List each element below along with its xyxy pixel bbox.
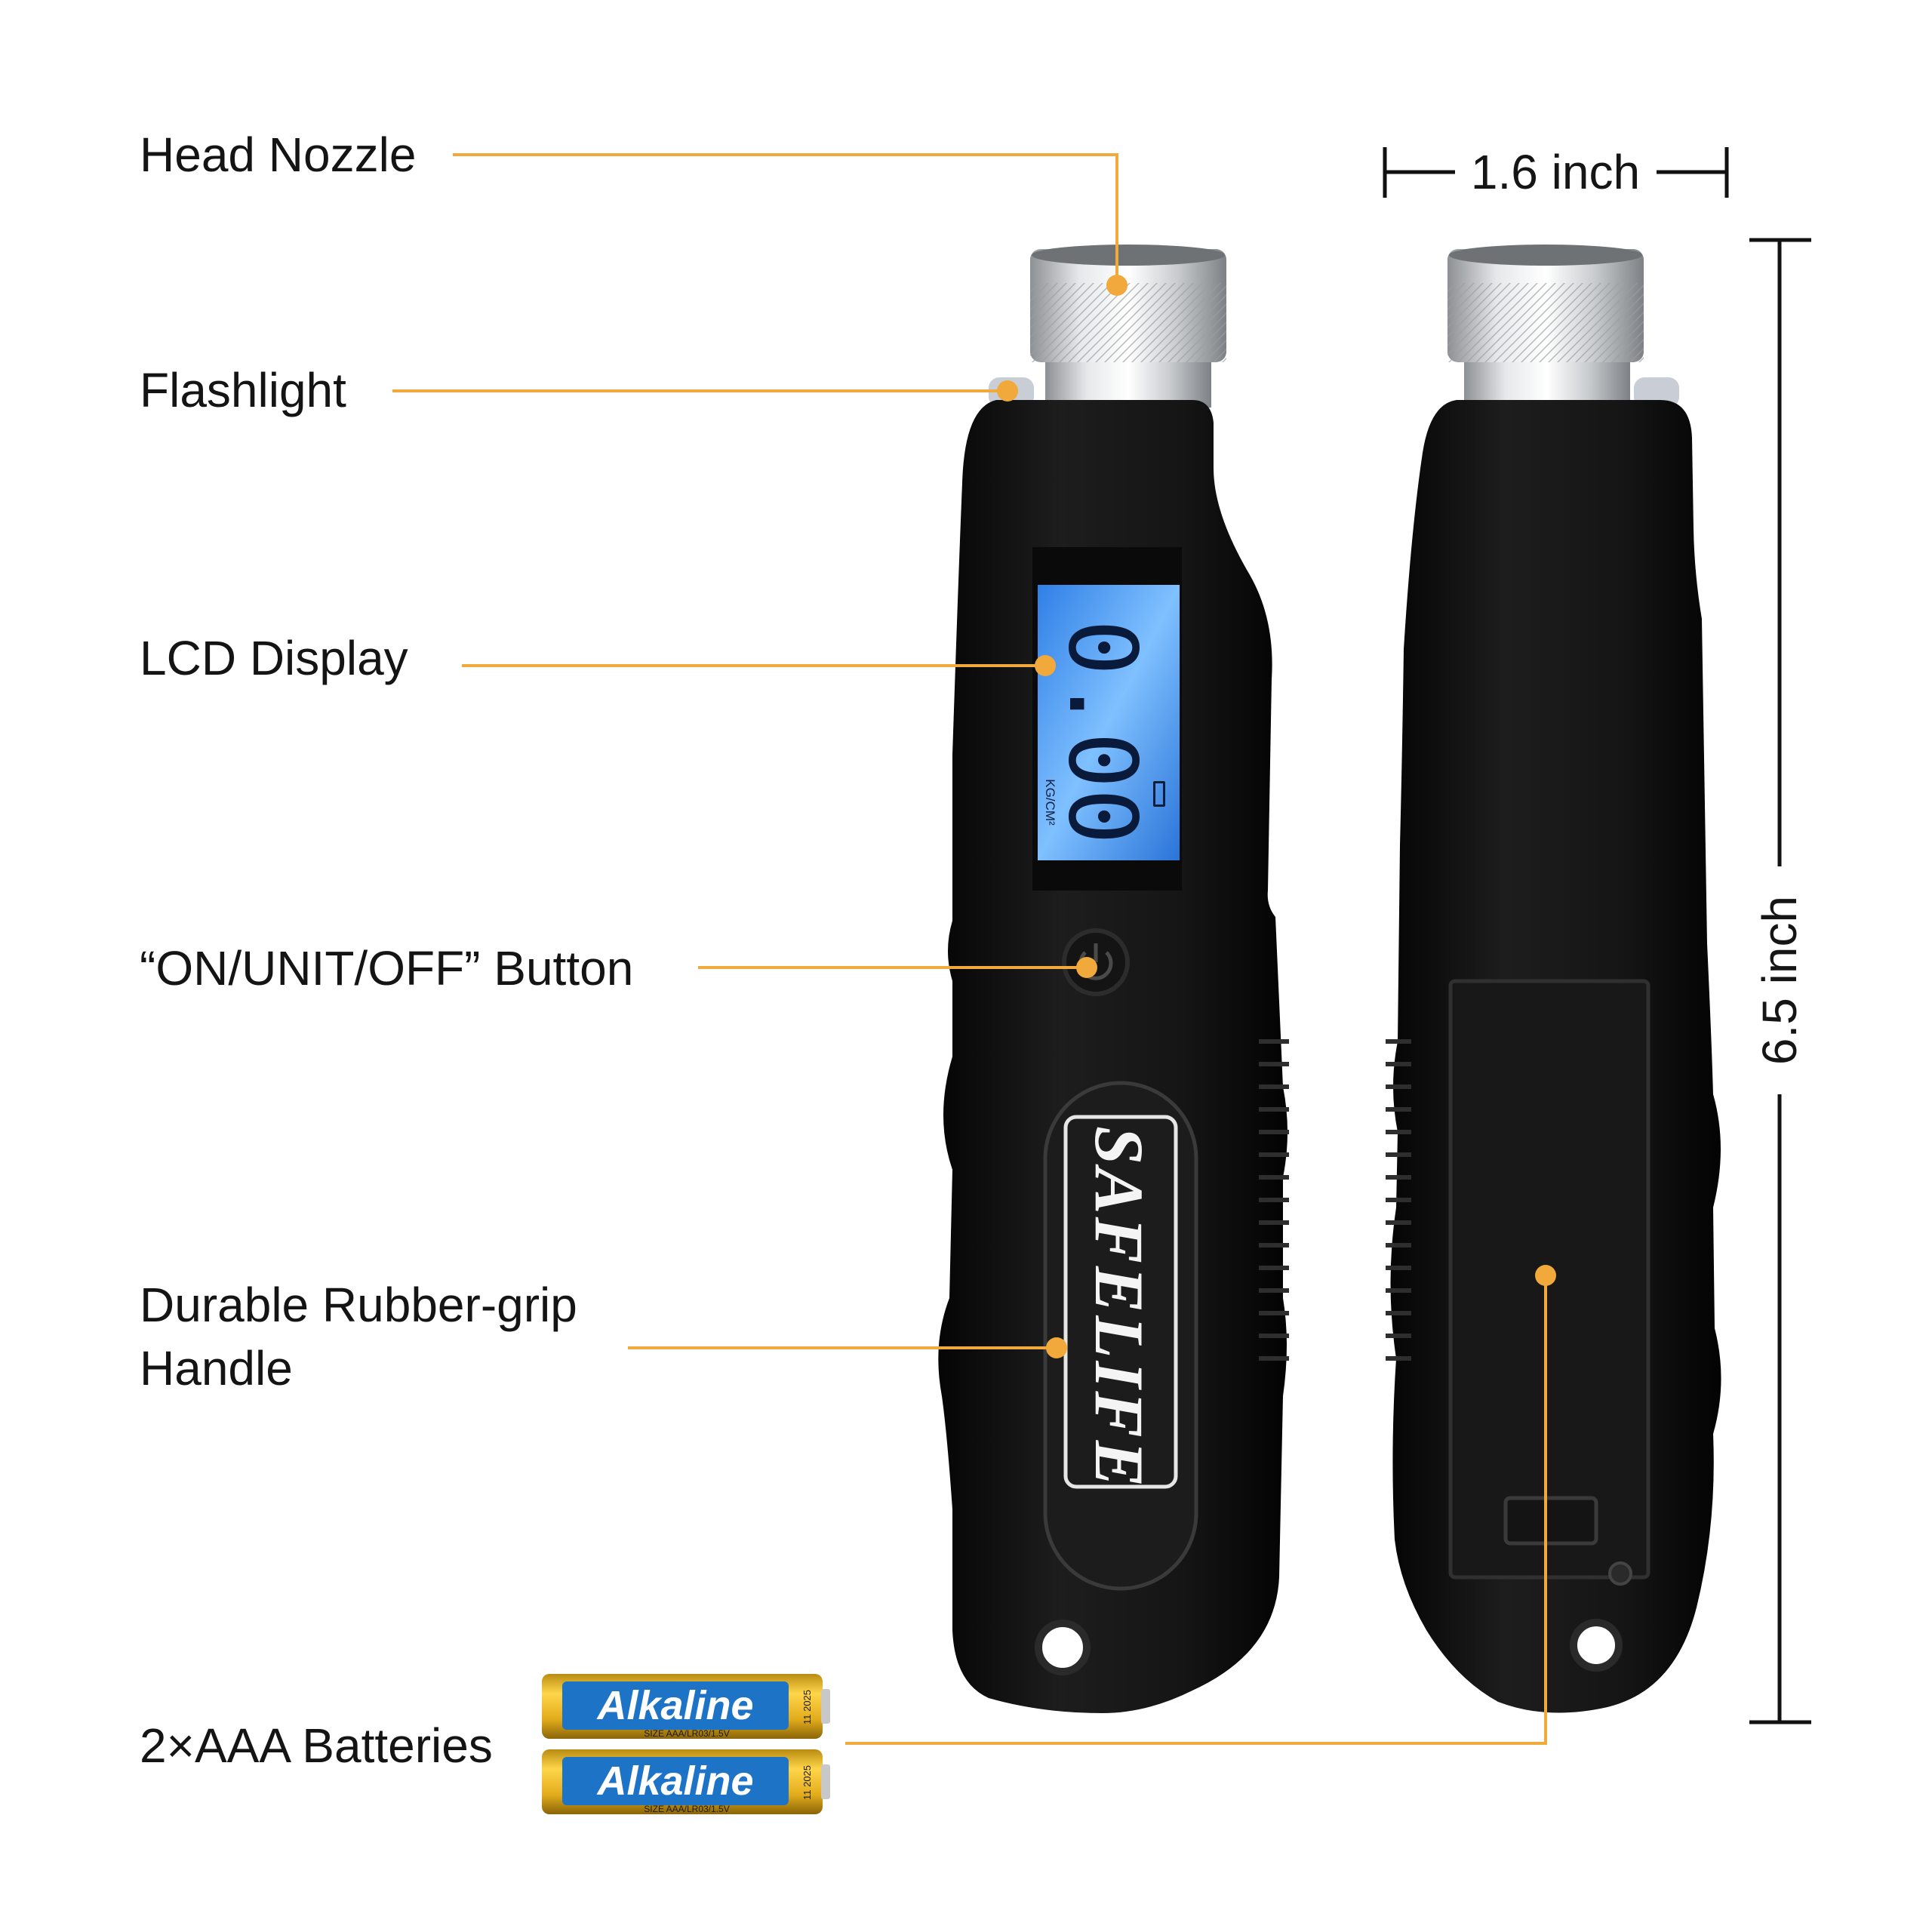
front-device [938, 245, 1289, 1713]
callout-grip-line2: Handle [140, 1341, 293, 1395]
back-device [1386, 245, 1721, 1713]
front-body [938, 400, 1287, 1713]
back-keyring-hole [1570, 1619, 1623, 1672]
battery-2-spec: SIZE AAA/LR03/1.5V [644, 1804, 730, 1814]
front-nozzle-base [1045, 355, 1211, 408]
battery-1-label: Alkaline [597, 1683, 754, 1728]
battery-level-icon [1153, 781, 1165, 807]
battery-2-label: Alkaline [597, 1758, 754, 1804]
brand-logo: SAFELIFE [1081, 1126, 1158, 1490]
screw [1608, 1561, 1632, 1586]
brand-plate [1043, 1081, 1198, 1591]
callout-power-button: “ON/UNIT/OFF” Button [140, 941, 634, 995]
battery-1 [542, 1674, 830, 1739]
battery-1-date: 11 2025 [801, 1689, 813, 1725]
width-dimension-label: 1.6 inch [1470, 145, 1641, 199]
back-nozzle-base [1464, 355, 1630, 408]
lcd-reading: 0.00 [1048, 619, 1156, 845]
callout-dots [997, 275, 1556, 1358]
callout-leaders [392, 153, 1547, 1745]
callout-batteries: 2×AAA Batteries [140, 1718, 493, 1773]
callout-lcd-display: LCD Display [140, 631, 408, 685]
height-dimension-label: 6.5 inch [1752, 895, 1807, 1066]
callout-head-nozzle: Head Nozzle [140, 128, 417, 182]
lcd-screen [1038, 585, 1180, 860]
battery-cover-latch[interactable] [1503, 1496, 1598, 1546]
callout-grip-line1: Durable Rubber-grip [140, 1278, 577, 1332]
battery-2 [542, 1749, 830, 1814]
width-dimension-line [1383, 147, 1729, 198]
callout-flashlight: Flashlight [140, 363, 346, 417]
battery-2-date: 11 2025 [801, 1764, 813, 1801]
battery-1-spec: SIZE AAA/LR03/1.5V [644, 1728, 730, 1739]
lcd-unit: KG/CM² [1043, 779, 1057, 826]
front-keyring-hole [1035, 1620, 1091, 1675]
height-dimension-line [1749, 238, 1811, 1724]
